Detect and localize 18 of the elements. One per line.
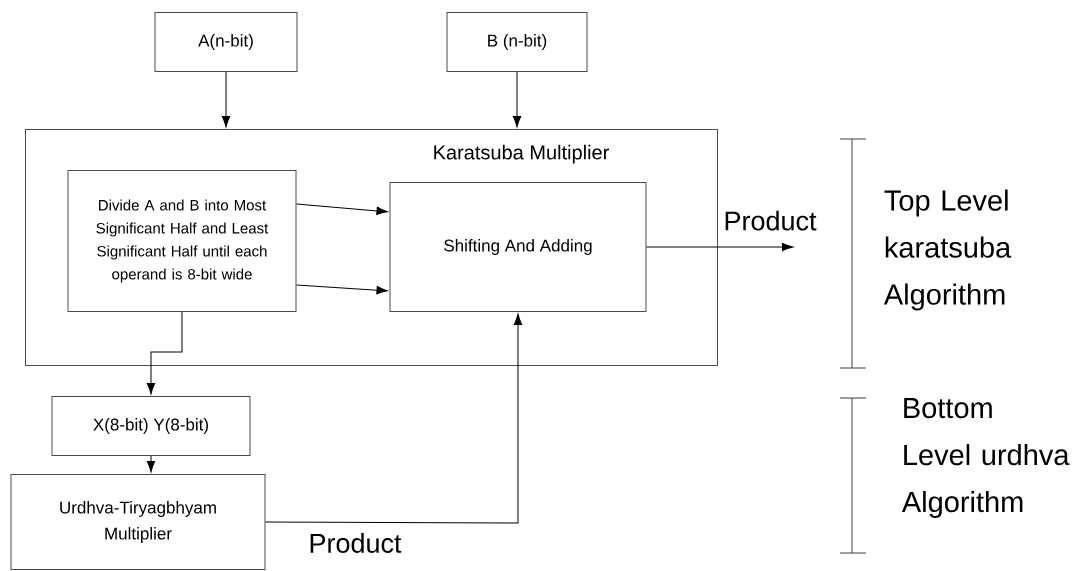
process-box: A(n-bit)	[154, 12, 298, 72]
process-box: X(8-bit) Y(8-bit)	[51, 396, 251, 456]
level-label: Top Level karatsuba Algorithm	[883, 189, 1012, 311]
process-box: Divide A and B into Most Significant Half and Least Significant Half until each operand is 8-bit wide	[67, 170, 297, 312]
edge-label: Product	[722, 209, 818, 232]
arrow	[221, 71, 231, 128]
arrow	[146, 311, 183, 395]
process-box: Shifting And Adding	[389, 182, 647, 312]
arrow	[296, 284, 388, 295]
arrow	[646, 242, 794, 252]
process-box: B (n-bit)	[446, 12, 588, 72]
process-box: Urdhva-Tiryagbhyam Multiplier	[10, 474, 266, 570]
arrow	[265, 313, 523, 524]
level-label: Bottom Level urdhva Algorithm	[901, 398, 1070, 518]
arrow	[512, 71, 522, 128]
edge-label: Product	[307, 532, 403, 554]
arrow	[296, 203, 388, 216]
arrow	[146, 455, 156, 473]
